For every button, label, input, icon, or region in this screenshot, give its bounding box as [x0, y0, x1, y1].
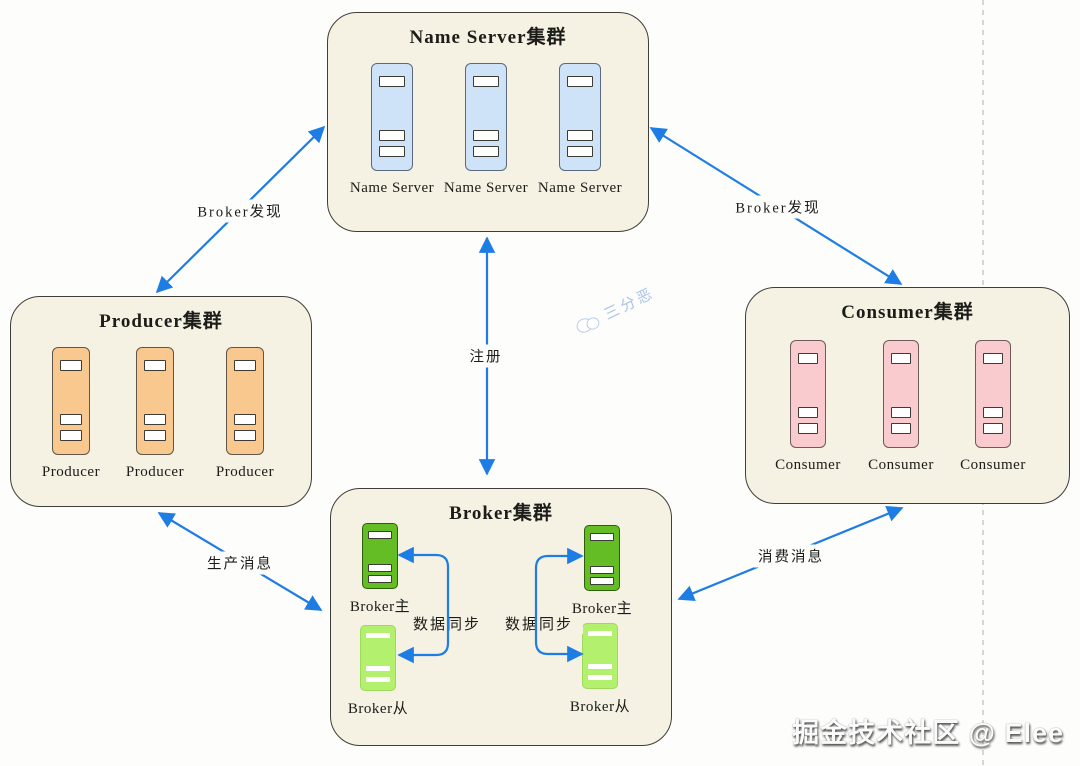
producer-node: Producer — [109, 347, 201, 481]
consumer-node: Consumer — [762, 340, 854, 474]
server-bar — [60, 360, 82, 371]
node-label: Consumer — [868, 457, 934, 473]
watermark: 三分恶 — [572, 282, 658, 338]
broker-slave-node: Broker从 — [333, 625, 423, 718]
node-label: Broker从 — [347, 701, 409, 717]
server-bar — [798, 423, 818, 434]
server-icon — [371, 63, 413, 171]
node-label: Name Server — [537, 180, 623, 196]
broker-master-node: Broker主 — [557, 525, 647, 618]
name-server-node: Name Server — [440, 63, 532, 197]
node-label: Name Server — [349, 180, 435, 196]
producer-cluster-title: Producer集群 — [99, 311, 223, 332]
server-icon — [790, 340, 826, 448]
server-bar — [366, 666, 390, 671]
server-bar — [983, 407, 1003, 418]
server-icon — [584, 525, 620, 591]
server-bar — [368, 564, 392, 572]
server-icon — [52, 347, 90, 455]
server-bar — [590, 533, 614, 541]
server-icon — [559, 63, 601, 171]
server-bar — [366, 633, 390, 638]
name-server-node: Name Server — [534, 63, 626, 197]
node-label: Broker主 — [571, 601, 633, 617]
sync-label: 数据同步 — [403, 613, 491, 634]
server-bar — [368, 531, 392, 539]
server-icon — [226, 347, 264, 455]
server-bar — [234, 430, 256, 441]
server-bar — [379, 76, 405, 87]
broker-cluster-box: Broker集群 Broker主 Broker从 数据同步 — [330, 488, 672, 746]
server-bar — [379, 130, 405, 141]
server-bar — [144, 414, 166, 425]
server-bar — [983, 423, 1003, 434]
consumer-cluster-box: Consumer集群 Consumer Consumer Consu — [745, 287, 1070, 504]
server-icon — [975, 340, 1011, 448]
server-icon — [582, 623, 618, 689]
node-label: Producer — [125, 464, 185, 480]
server-bar — [590, 566, 614, 574]
name-server-cluster-title: Name Server集群 — [409, 27, 567, 48]
server-bar — [567, 130, 593, 141]
server-bar — [567, 146, 593, 157]
server-icon — [883, 340, 919, 448]
name-server-cluster-box: Name Server集群 Name Server Name Server — [327, 12, 649, 232]
server-bar — [983, 353, 1003, 364]
server-bar — [234, 414, 256, 425]
server-bar — [368, 575, 392, 583]
broker-cluster-title: Broker集群 — [449, 503, 553, 524]
producer-cluster-box: Producer集群 Producer Producer Produ — [10, 296, 312, 507]
server-bar — [891, 353, 911, 364]
edge-label-produce-message: 生产消息 — [203, 551, 277, 575]
edge-label-broker-discovery-right: Broker发现 — [731, 195, 825, 219]
server-bar — [60, 430, 82, 441]
edge-label-broker-discovery-left: Broker发现 — [193, 199, 287, 223]
wechat-bubbles-icon — [573, 309, 604, 337]
server-bar — [144, 360, 166, 371]
broker-slave-node: Broker从 — [555, 623, 645, 716]
server-bar — [60, 414, 82, 425]
consumer-node: Consumer — [855, 340, 947, 474]
node-label: Name Server — [443, 180, 529, 196]
server-bar — [798, 407, 818, 418]
server-bar — [144, 430, 166, 441]
node-label: Producer — [41, 464, 101, 480]
node-label: Consumer — [775, 457, 841, 473]
server-bar — [379, 146, 405, 157]
server-bar — [366, 677, 390, 682]
node-label: Consumer — [960, 457, 1026, 473]
consumer-node: Consumer — [947, 340, 1039, 474]
broker-master-node: Broker主 — [335, 523, 425, 616]
node-label: Broker主 — [349, 599, 411, 615]
server-bar — [891, 407, 911, 418]
footer-credit: 掘金技术社区 @ Elee — [792, 718, 1064, 748]
sync-label: 数据同步 — [495, 613, 583, 634]
server-bar — [473, 146, 499, 157]
server-bar — [567, 76, 593, 87]
server-bar — [588, 631, 612, 636]
server-icon — [362, 523, 398, 589]
name-server-node: Name Server — [346, 63, 438, 197]
producer-node: Producer — [199, 347, 291, 481]
server-icon — [465, 63, 507, 171]
server-icon — [360, 625, 396, 691]
server-bar — [473, 76, 499, 87]
server-bar — [588, 664, 612, 669]
server-bar — [588, 675, 612, 680]
edge-label-consume-message: 消费消息 — [754, 544, 828, 568]
server-bar — [798, 353, 818, 364]
server-icon — [136, 347, 174, 455]
server-bar — [234, 360, 256, 371]
server-bar — [891, 423, 911, 434]
producer-node: Producer — [25, 347, 117, 481]
node-label: Broker从 — [569, 699, 631, 715]
server-bar — [473, 130, 499, 141]
edge-label-register: 注册 — [465, 344, 507, 368]
watermark-text: 三分恶 — [602, 285, 658, 324]
consumer-cluster-title: Consumer集群 — [841, 302, 974, 323]
node-label: Producer — [215, 464, 275, 480]
server-bar — [590, 577, 614, 585]
